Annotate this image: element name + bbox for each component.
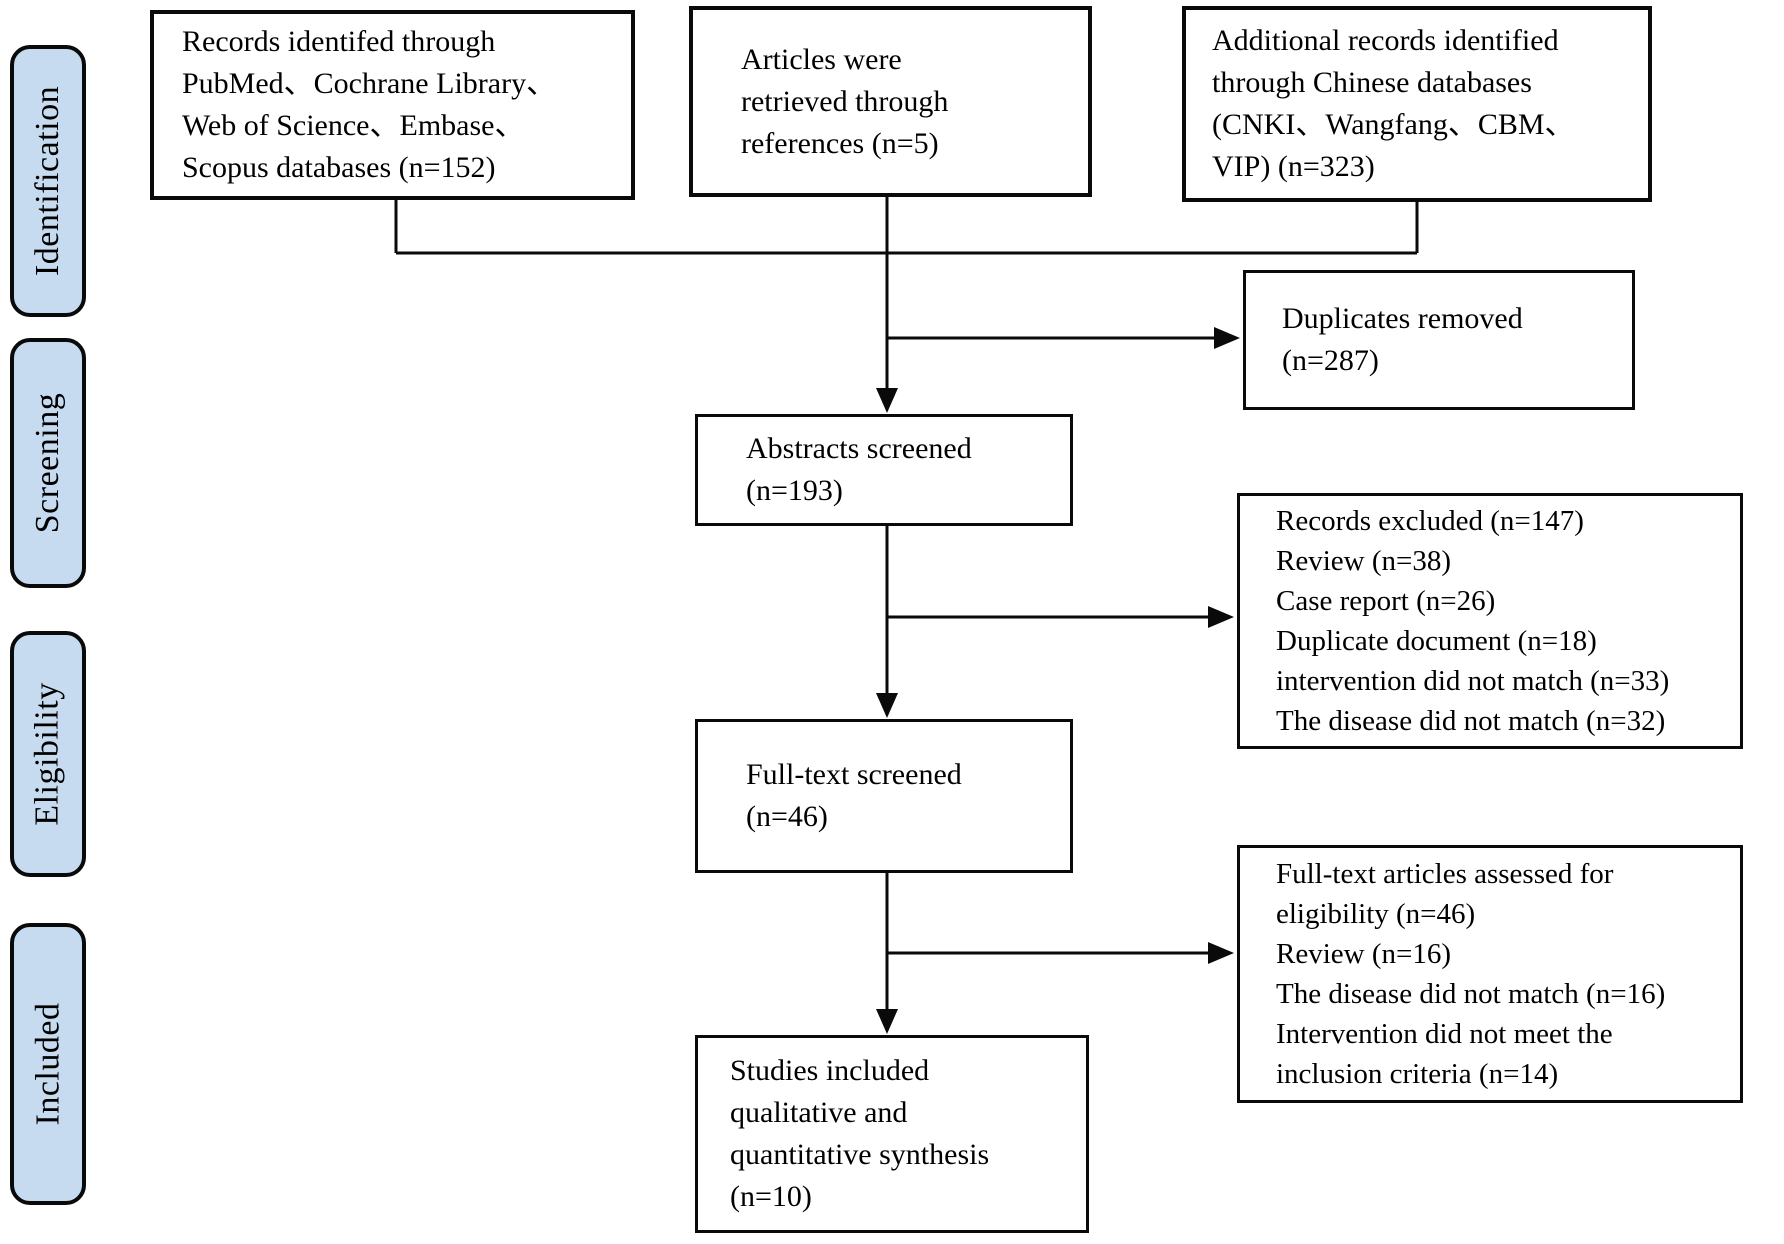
excluded-line-total: Records excluded (n=147)	[1276, 505, 1584, 537]
stage-included-label: Included	[29, 1002, 67, 1126]
excluded-line-case-report: Case report (n=26)	[1276, 585, 1496, 617]
stage-screening: Screening	[10, 338, 86, 588]
box-articles-references-text: Articles were retrieved through referenc…	[741, 42, 949, 160]
stage-eligibility-label: Eligibility	[29, 682, 66, 826]
box-duplicates-removed: Duplicates removed (n=287)	[1243, 270, 1635, 410]
excluded-line-duplicate-document: Duplicate document (n=18)	[1276, 625, 1597, 657]
box-studies-included: Studies included qualitative and quantit…	[695, 1035, 1089, 1233]
box-abstracts-screened: Abstracts screened (n=193)	[695, 414, 1073, 526]
box-chinese-databases: Additional records identified through Ch…	[1182, 6, 1652, 202]
box-records-identified-text: Records identifed through PubMed、Cochran…	[182, 25, 557, 184]
box-articles-references: Articles were retrieved through referenc…	[689, 6, 1092, 197]
box-fulltext-screened: Full-text screened (n=46)	[695, 719, 1073, 873]
arrowhead-right-excluded	[1208, 606, 1234, 628]
assessed-line-intervention: Intervention did not meet the inclusion …	[1276, 1018, 1613, 1090]
stage-identification-label: Identification	[29, 85, 66, 277]
arrowhead-right-duplicates	[1214, 327, 1240, 349]
stage-identification: Identification	[10, 45, 86, 317]
box-fulltext-assessed: Full-text articles assessed for eligibil…	[1237, 845, 1743, 1103]
assessed-line-eligibility: Full-text articles assessed for eligibil…	[1276, 858, 1614, 930]
arrowhead-down-abstracts	[876, 388, 898, 413]
box-duplicates-removed-text: Duplicates removed (n=287)	[1282, 302, 1523, 377]
box-chinese-databases-text: Additional records identified through Ch…	[1212, 24, 1575, 183]
box-studies-included-text: Studies included qualitative and quantit…	[730, 1054, 990, 1213]
assessed-line-review: Review (n=16)	[1276, 938, 1452, 970]
excluded-line-intervention: intervention did not match (n=33)	[1276, 665, 1670, 697]
stage-included: Included	[10, 923, 86, 1205]
arrowhead-down-studies	[876, 1009, 898, 1034]
box-abstracts-screened-text: Abstracts screened (n=193)	[746, 432, 972, 507]
excluded-line-disease: The disease did not match (n=32)	[1276, 705, 1666, 737]
box-records-identified: Records identifed through PubMed、Cochran…	[150, 10, 635, 200]
box-records-excluded: Records excluded (n=147) Review (n=38) C…	[1237, 493, 1743, 749]
box-fulltext-screened-text: Full-text screened (n=46)	[746, 758, 962, 833]
arrowhead-down-fulltext	[876, 693, 898, 718]
excluded-line-review: Review (n=38)	[1276, 545, 1452, 577]
assessed-line-disease: The disease did not match (n=16)	[1276, 978, 1666, 1010]
stage-eligibility: Eligibility	[10, 631, 86, 877]
stage-screening-label: Screening	[29, 392, 67, 534]
arrowhead-right-assessed	[1208, 942, 1234, 964]
